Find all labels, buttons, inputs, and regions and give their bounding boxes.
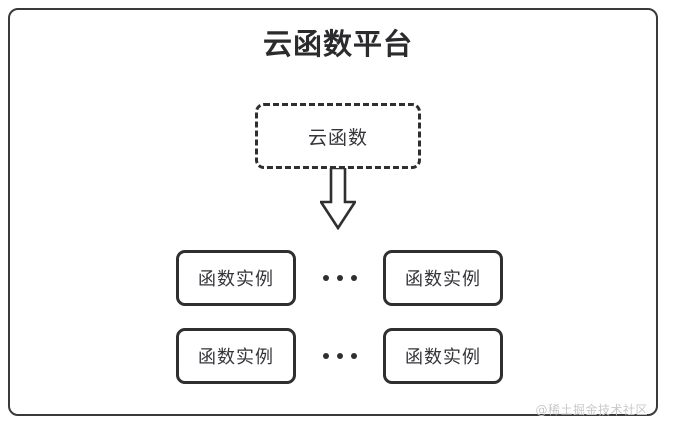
ellipsis-icon <box>312 250 367 306</box>
function-instance-label: 函数实例 <box>405 347 481 368</box>
page-title: 云函数平台 <box>262 27 413 61</box>
instance-row: 函数实例 函数实例 <box>0 250 676 306</box>
cloud-function-node: 云函数 <box>255 103 421 169</box>
ellipsis-dot <box>322 353 329 359</box>
ellipsis-dot <box>350 353 357 359</box>
function-instance-box: 函数实例 <box>383 328 503 384</box>
function-instance-box: 函数实例 <box>176 250 296 306</box>
ellipsis-dot <box>322 275 329 281</box>
ellipsis-icon <box>312 328 367 384</box>
function-instance-label: 函数实例 <box>198 347 274 368</box>
instance-row: 函数实例 函数实例 <box>0 328 676 384</box>
watermark: @稀土掘金技术社区 <box>535 403 648 417</box>
cloud-function-label: 云函数 <box>307 126 368 149</box>
ellipsis-dot <box>350 275 357 281</box>
ellipsis-dot <box>336 275 343 281</box>
function-instance-label: 函数实例 <box>198 269 274 290</box>
down-arrow-icon <box>320 168 356 230</box>
function-instance-box: 函数实例 <box>176 328 296 384</box>
function-instance-label: 函数实例 <box>405 269 481 290</box>
ellipsis-dot <box>336 353 343 359</box>
function-instance-box: 函数实例 <box>383 250 503 306</box>
